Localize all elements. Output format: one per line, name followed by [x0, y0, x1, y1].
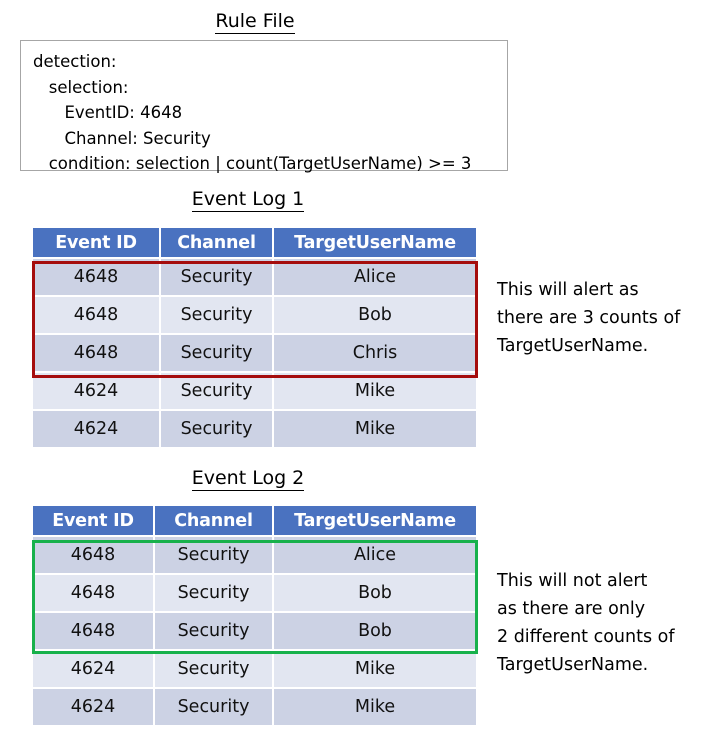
cell-target-user-name: Bob [274, 613, 476, 651]
cell-event-id: 4624 [33, 689, 155, 725]
cell-target-user-name: Alice [274, 259, 476, 297]
cell-event-id: 4648 [33, 259, 161, 297]
event-log-1-note: This will alert as there are 3 counts of… [497, 280, 681, 356]
column-header-event-id: Event ID [33, 228, 161, 259]
cell-event-id: 4624 [33, 411, 161, 447]
cell-event-id: 4648 [33, 335, 161, 373]
cell-event-id: 4648 [33, 575, 155, 613]
cell-channel: Security [155, 689, 274, 725]
table-row: 4624 Security Mike [33, 651, 476, 689]
cell-event-id: 4648 [33, 297, 161, 335]
cell-channel: Security [155, 613, 274, 651]
cell-event-id: 4648 [33, 537, 155, 575]
table-row: 4624 Security Mike [33, 373, 476, 411]
table-row: 4648 Security Alice [33, 537, 476, 575]
cell-target-user-name: Chris [274, 335, 476, 373]
table-header-row: Event ID Channel TargetUserName [33, 506, 476, 537]
table-row: 4624 Security Mike [33, 411, 476, 447]
cell-target-user-name: Mike [274, 373, 476, 411]
table-row: 4648 Security Bob [33, 613, 476, 651]
column-header-event-id: Event ID [33, 506, 155, 537]
event-log-1-table: Event ID Channel TargetUserName 4648 Sec… [33, 228, 476, 447]
column-header-channel: Channel [155, 506, 274, 537]
event-log-2-title-text: Event Log 2 [191, 467, 305, 491]
event-log-1-title: Event Log 1 [20, 188, 476, 212]
cell-channel: Security [161, 297, 274, 335]
cell-event-id: 4624 [33, 651, 155, 689]
column-header-target-user-name: TargetUserName [274, 228, 476, 259]
table-row: 4648 Security Alice [33, 259, 476, 297]
cell-target-user-name: Bob [274, 575, 476, 613]
cell-event-id: 4648 [33, 613, 155, 651]
rule-file-content: detection: selection: EventID: 4648 Chan… [33, 52, 472, 173]
table-row: 4624 Security Mike [33, 689, 476, 725]
cell-channel: Security [155, 537, 274, 575]
cell-target-user-name: Bob [274, 297, 476, 335]
rule-file-title: Rule File [0, 10, 510, 34]
column-header-target-user-name: TargetUserName [274, 506, 476, 537]
cell-channel: Security [161, 411, 274, 447]
column-header-channel: Channel [161, 228, 274, 259]
rule-file-title-text: Rule File [215, 10, 295, 34]
cell-channel: Security [155, 575, 274, 613]
cell-target-user-name: Mike [274, 411, 476, 447]
cell-channel: Security [161, 335, 274, 373]
cell-target-user-name: Mike [274, 689, 476, 725]
cell-channel: Security [161, 259, 274, 297]
table-row: 4648 Security Chris [33, 335, 476, 373]
cell-target-user-name: Mike [274, 651, 476, 689]
cell-channel: Security [161, 373, 274, 411]
cell-channel: Security [155, 651, 274, 689]
cell-event-id: 4624 [33, 373, 161, 411]
event-log-1-title-text: Event Log 1 [191, 188, 305, 212]
event-log-2-title: Event Log 2 [20, 467, 476, 491]
table-row: 4648 Security Bob [33, 575, 476, 613]
event-log-2-note: This will not alert as there are only 2 … [497, 571, 675, 675]
event-log-2-table: Event ID Channel TargetUserName 4648 Sec… [33, 506, 476, 725]
table-header-row: Event ID Channel TargetUserName [33, 228, 476, 259]
table-row: 4648 Security Bob [33, 297, 476, 335]
rule-file-box: detection: selection: EventID: 4648 Chan… [20, 40, 508, 173]
cell-target-user-name: Alice [274, 537, 476, 575]
